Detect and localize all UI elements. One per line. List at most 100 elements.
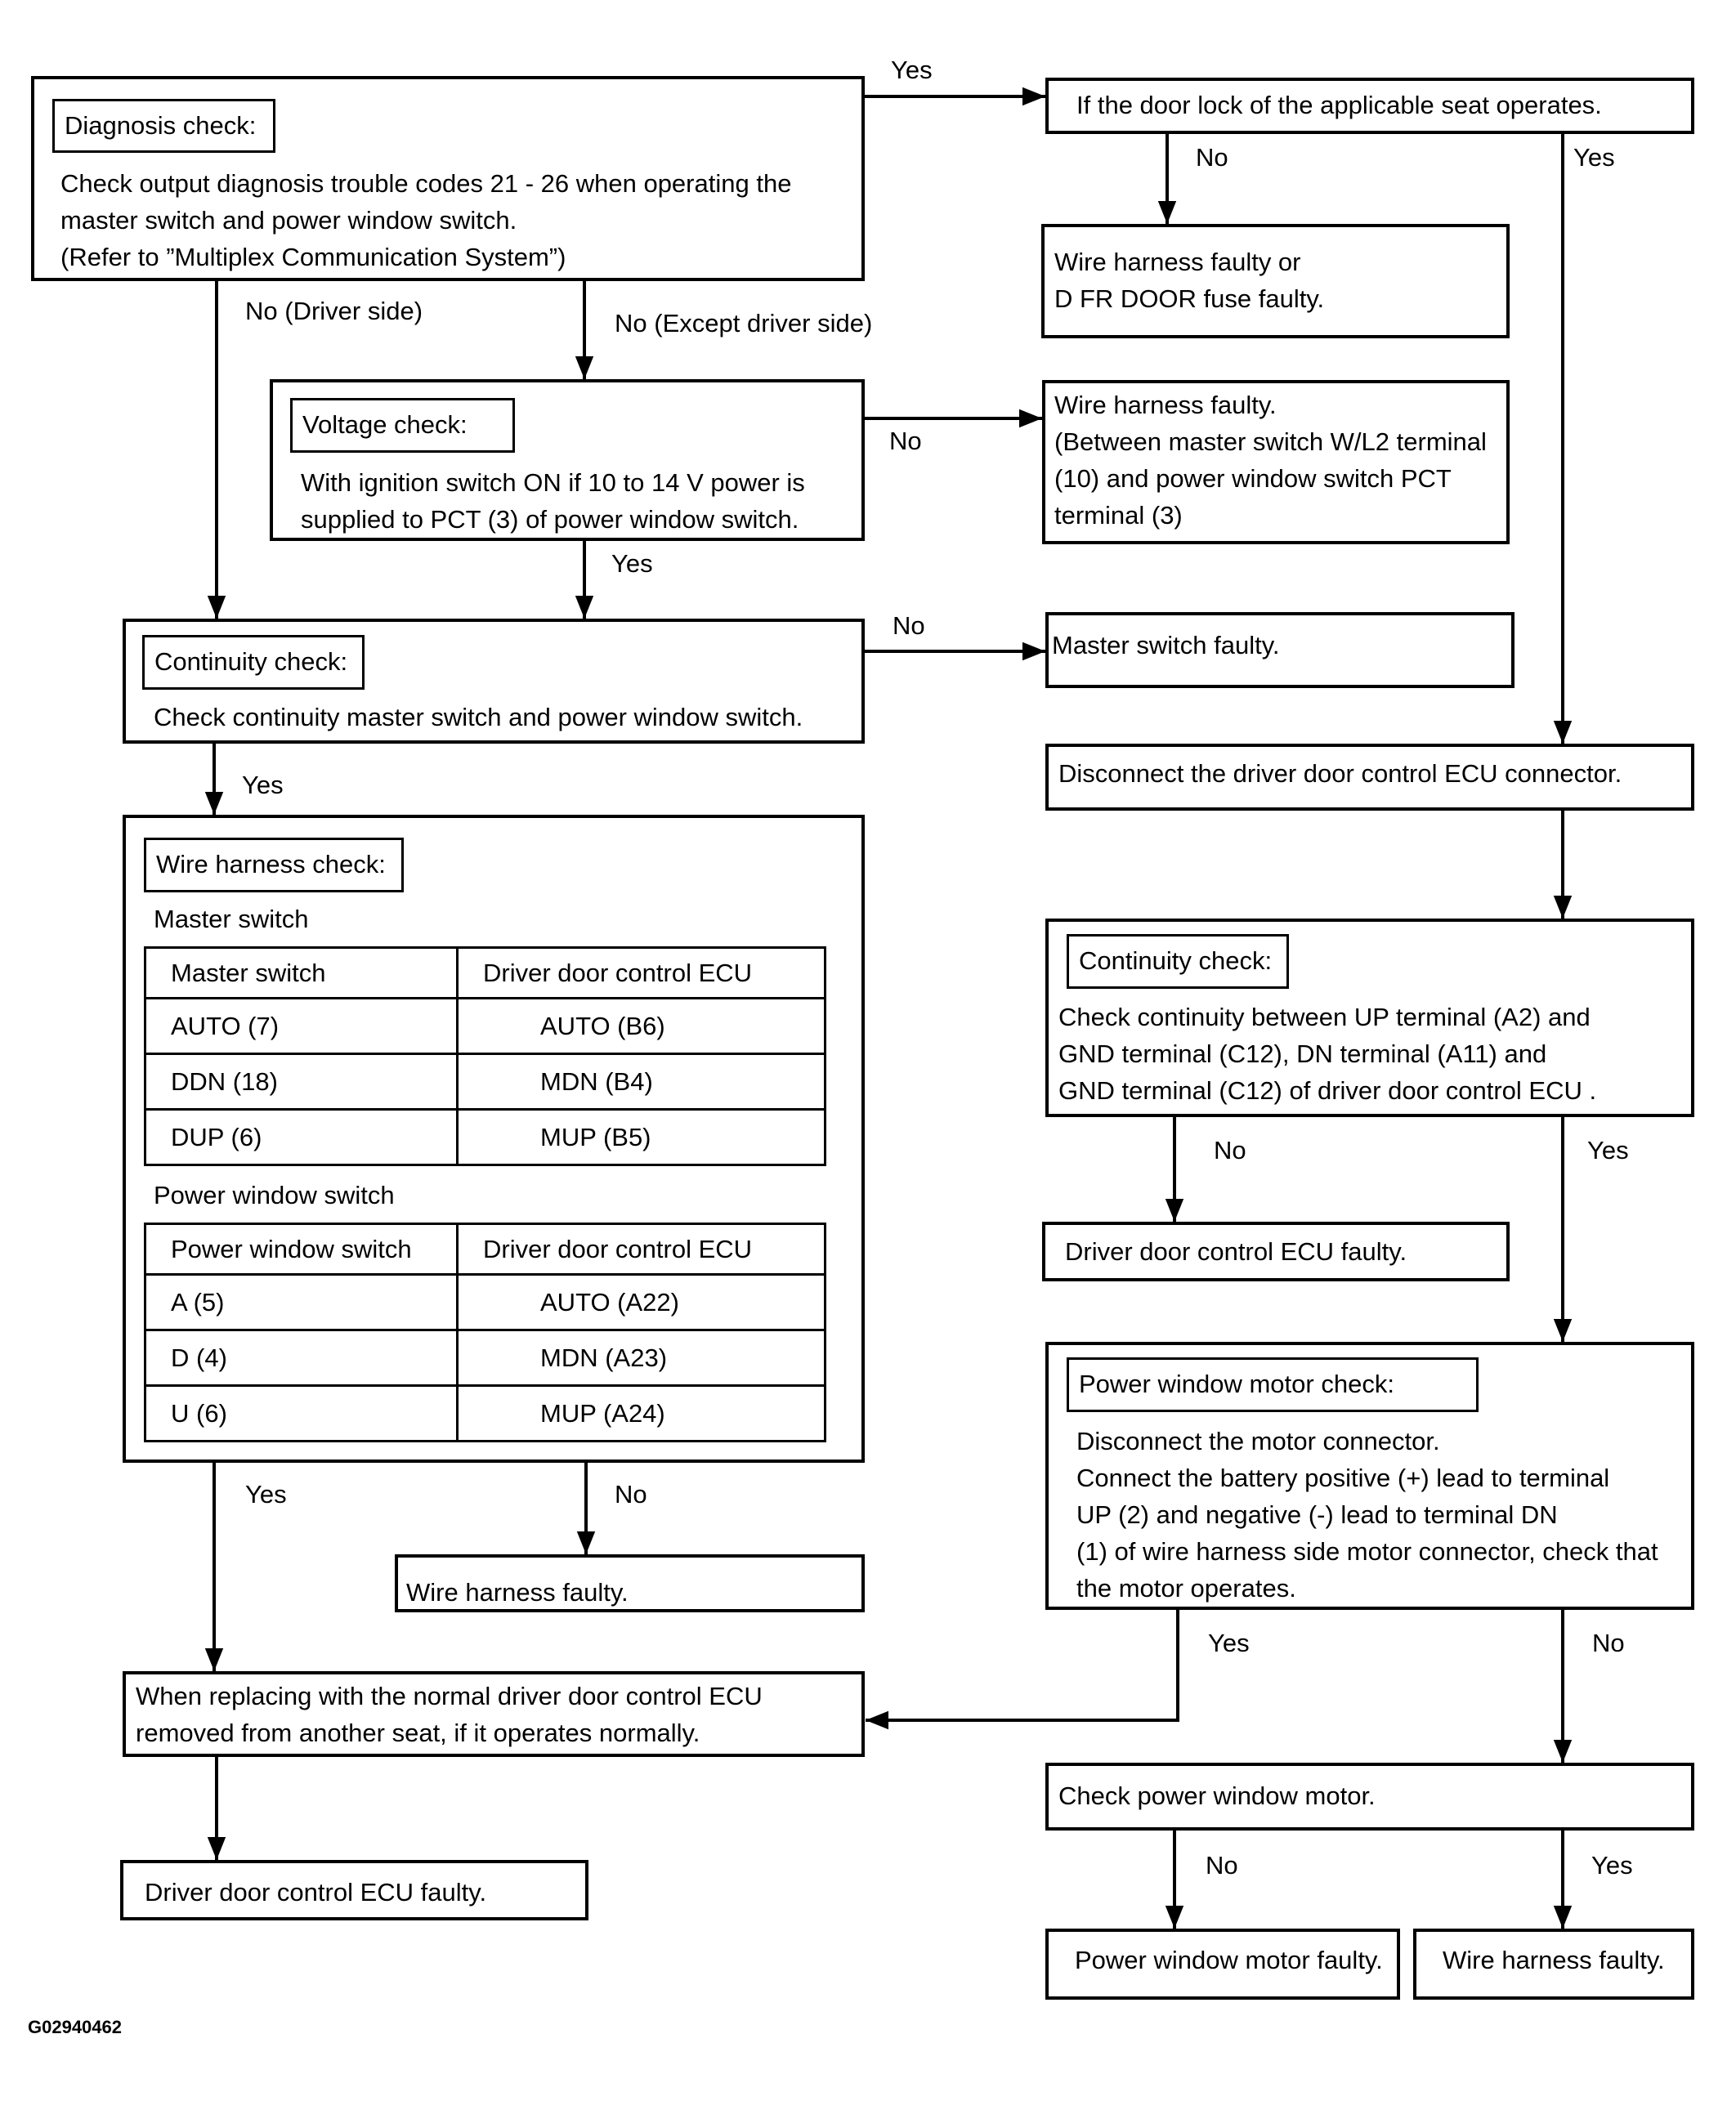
table-row: A (5) AUTO (A22) (144, 1273, 826, 1331)
power-window-switch-title: Power window switch (154, 1181, 395, 1209)
motor-check-line-2: Connect the battery positive (+) lead to… (1076, 1464, 1610, 1492)
master-switch-table: Master switch Driver door control ECU AU… (144, 946, 826, 1166)
table-cell: U (6) (144, 1384, 459, 1442)
table-row: D (4) MDN (A23) (144, 1329, 826, 1387)
table-cell: AUTO (A22) (456, 1273, 826, 1331)
table-row: Power window switch Driver door control … (144, 1223, 826, 1276)
table-header: Driver door control ECU (456, 946, 826, 999)
wire-harness-faulty-bottom-text: Wire harness faulty. (1443, 1946, 1665, 1974)
wire-harness-check-box: Wire harness check: Master switch Master… (123, 815, 865, 1463)
ecu-faulty-box-right: Driver door control ECU faulty. (1042, 1222, 1510, 1281)
continuity-check-2-line-3: GND terminal (C12) of driver door contro… (1058, 1076, 1597, 1105)
diagnosis-check-line-3: (Refer to ”Multiplex Communication Syste… (60, 243, 566, 271)
continuity-check-2-line-2: GND terminal (C12), DN terminal (A11) an… (1058, 1039, 1547, 1068)
check-motor-box: Check power window motor. (1045, 1763, 1694, 1831)
table-cell: DDN (18) (144, 1053, 459, 1111)
continuity-check-label-1: Continuity check: (142, 635, 365, 690)
voltage-check-box: Voltage check: With ignition switch ON i… (270, 379, 865, 541)
edge-label-cont1-no: No (893, 611, 925, 640)
motor-check-line-1: Disconnect the motor connector. (1076, 1427, 1440, 1455)
master-switch-faulty-text: Master switch faulty. (1052, 631, 1280, 659)
master-switch-title: Master switch (154, 905, 309, 933)
voltage-check-line-2: supplied to PCT (3) of power window swit… (301, 505, 799, 534)
door-lock-box: If the door lock of the applicable seat … (1045, 78, 1694, 134)
table-cell: D (4) (144, 1329, 459, 1387)
table-row: U (6) MUP (A24) (144, 1384, 826, 1442)
fuse-faulty-box: Wire harness faulty or D FR DOOR fuse fa… (1041, 224, 1510, 338)
master-switch-faulty-box: Master switch faulty. (1045, 612, 1515, 688)
edge-label-check-yes: Yes (1591, 1851, 1633, 1880)
motor-check-line-3: UP (2) and negative (-) lead to terminal… (1076, 1500, 1558, 1529)
motor-check-label: Power window motor check: (1067, 1357, 1479, 1412)
motor-faulty-box: Power window motor faulty. (1045, 1929, 1400, 2000)
wire-harness-faulty-mid-text: Wire harness faulty. (406, 1578, 629, 1607)
wire-harness-check-label: Wire harness check: (144, 838, 404, 892)
continuity-check-box-2: Continuity check: Check continuity betwe… (1045, 919, 1694, 1117)
check-motor-text: Check power window motor. (1058, 1781, 1376, 1810)
edge-label-diag-yes: Yes (891, 56, 933, 84)
table-header: Driver door control ECU (456, 1223, 826, 1276)
edge-label-diag-no-driver: No (Driver side) (245, 297, 423, 325)
wire-harness-faulty-box-mid: Wire harness faulty. (395, 1554, 865, 1612)
table-header: Master switch (144, 946, 459, 999)
power-window-switch-table: Power window switch Driver door control … (144, 1223, 826, 1442)
edge-label-cont1-yes: Yes (242, 771, 284, 799)
edge-label-volt-no: No (889, 427, 922, 455)
table-cell: MUP (B5) (456, 1108, 826, 1166)
table-cell: MUP (A24) (456, 1384, 826, 1442)
continuity-check-text-1: Check continuity master switch and power… (154, 703, 803, 731)
edge-label-wire-yes: Yes (245, 1480, 287, 1509)
continuity-check-box-1: Continuity check: Check continuity maste… (123, 619, 865, 744)
ecu-faulty-right-text: Driver door control ECU faulty. (1065, 1237, 1407, 1266)
continuity-check-label-2: Continuity check: (1067, 934, 1289, 989)
disconnect-ecu-box: Disconnect the driver door control ECU c… (1045, 744, 1694, 811)
diagnosis-check-label: Diagnosis check: (52, 99, 275, 153)
table-cell: AUTO (7) (144, 997, 459, 1055)
wire-harness-faulty-box-bottom: Wire harness faulty. (1413, 1929, 1694, 2000)
pct-faulty-line-4: terminal (3) (1054, 501, 1183, 530)
edge-label-door-no: No (1196, 143, 1228, 172)
replace-ecu-box: When replacing with the normal driver do… (123, 1671, 865, 1757)
arrow-motor-yes (866, 1610, 1179, 1730)
edge-label-door-yes: Yes (1573, 143, 1615, 172)
diagnosis-check-line-2: master switch and power window switch. (60, 206, 517, 235)
edge-label-volt-yes: Yes (611, 549, 653, 578)
ecu-faulty-left-text: Driver door control ECU faulty. (145, 1878, 487, 1907)
edge-label-diag-no-except: No (Except driver side) (615, 309, 873, 338)
voltage-check-label: Voltage check: (290, 398, 515, 453)
fuse-faulty-line-1: Wire harness faulty or (1054, 248, 1301, 276)
motor-check-box: Power window motor check: Disconnect the… (1045, 1342, 1694, 1610)
table-cell: MDN (A23) (456, 1329, 826, 1387)
fuse-faulty-line-2: D FR DOOR fuse faulty. (1054, 284, 1325, 313)
motor-faulty-text: Power window motor faulty. (1075, 1946, 1383, 1974)
table-row: DDN (18) MDN (B4) (144, 1053, 826, 1111)
diagnosis-check-line-1: Check output diagnosis trouble codes 21 … (60, 169, 792, 198)
table-row: Master switch Driver door control ECU (144, 946, 826, 999)
pct-faulty-line-3: (10) and power window switch PCT (1054, 464, 1452, 493)
replace-ecu-line-1: When replacing with the normal driver do… (136, 1682, 763, 1710)
pct-faulty-line-1: Wire harness faulty. (1054, 391, 1277, 419)
figure-id: G02940462 (28, 2017, 122, 2037)
diagnosis-check-box: Diagnosis check: Check output diagnosis … (31, 76, 865, 281)
edge-label-motor-yes: Yes (1208, 1629, 1250, 1657)
edge-label-cont2-no: No (1214, 1136, 1246, 1165)
table-row: DUP (6) MUP (B5) (144, 1108, 826, 1166)
door-lock-text: If the door lock of the applicable seat … (1076, 91, 1602, 119)
table-header: Power window switch (144, 1223, 459, 1276)
edge-label-motor-no: No (1592, 1629, 1625, 1657)
table-cell: A (5) (144, 1273, 459, 1331)
edge-label-cont2-yes: Yes (1587, 1136, 1629, 1165)
voltage-check-line-1: With ignition switch ON if 10 to 14 V po… (301, 468, 805, 497)
ecu-faulty-box-left: Driver door control ECU faulty. (120, 1860, 588, 1920)
table-cell: DUP (6) (144, 1108, 459, 1166)
continuity-check-2-line-1: Check continuity between UP terminal (A2… (1058, 1003, 1591, 1031)
pct-harness-faulty-box: Wire harness faulty. (Between master swi… (1042, 380, 1510, 544)
table-cell: MDN (B4) (456, 1053, 826, 1111)
edge-label-check-no: No (1206, 1851, 1238, 1880)
table-cell: AUTO (B6) (456, 997, 826, 1055)
motor-check-line-4: (1) of wire harness side motor connector… (1076, 1537, 1658, 1566)
disconnect-ecu-text: Disconnect the driver door control ECU c… (1058, 759, 1622, 788)
pct-faulty-line-2: (Between master switch W/L2 terminal (1054, 427, 1487, 456)
edge-label-wire-no: No (615, 1480, 647, 1509)
